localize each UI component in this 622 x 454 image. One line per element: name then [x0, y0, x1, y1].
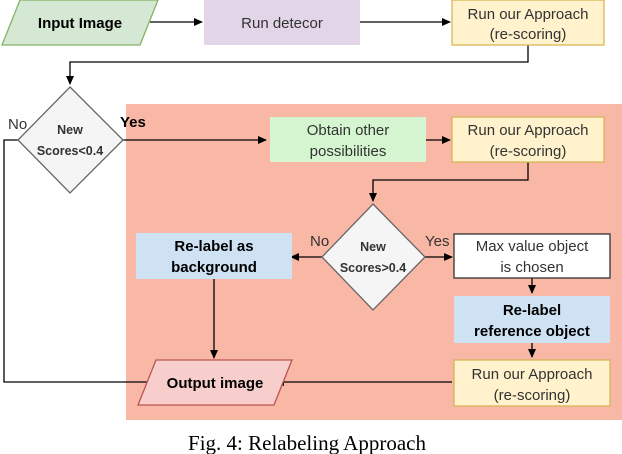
output-image-label: Output image [167, 375, 264, 392]
figure-caption: Fig. 4: Relabeling Approach [188, 431, 426, 454]
decision-1-no-label: No [8, 116, 27, 133]
decision-2-shape [321, 203, 426, 311]
arrow-decision-1-no [3, 139, 159, 386]
decision-1-node: New Scores<0.4 [17, 86, 124, 194]
relabel-reference-line2: reference object [474, 323, 590, 340]
decision-1-line2: Scores<0.4 [37, 144, 103, 158]
relabel-reference-line1: Re-label [503, 302, 561, 319]
decision-2-node: New Scores>0.4 [321, 203, 426, 311]
input-image-shape [1, 0, 159, 46]
approach-2-line2: (re-scoring) [490, 143, 567, 160]
approach-2-node: Run our Approach (re-scoring) [451, 116, 605, 163]
arrow-approach-1-to-decision-1 [66, 45, 529, 85]
approach-3-node: Run our Approach (re-scoring) [453, 359, 611, 407]
approach-1-line2: (re-scoring) [490, 26, 567, 43]
decision-2-line2: Scores>0.4 [340, 261, 406, 275]
obtain-other-line2: possibilities [310, 143, 387, 160]
input-image-label: Input Image [38, 15, 122, 32]
decision-2-yes-label: Yes [425, 233, 449, 250]
arrow-approach-2-to-decision-2 [369, 162, 529, 202]
decision-2-line1: New [360, 240, 386, 254]
input-image-node: Input Image [1, 0, 159, 46]
run-detector-shape [204, 0, 360, 45]
decision-2-no-label: No [310, 233, 329, 250]
approach-2-shape [451, 116, 605, 163]
run-detector-label: Run detecor [241, 15, 323, 32]
obtain-other-node: Obtain other possibilities [270, 117, 426, 162]
approach-3-line1: Run our Approach [472, 366, 593, 383]
relabel-reference-node: Re-label reference object [454, 296, 610, 343]
relabel-background-line1: Re-label as [174, 238, 253, 255]
max-value-line2: is chosen [500, 259, 563, 276]
max-value-line1: Max value object [476, 238, 589, 255]
run-detector-node: Run detecor [204, 0, 360, 45]
decision-1-line1: New [57, 123, 83, 137]
obtain-other-line1: Obtain other [307, 122, 390, 139]
decision-1-shape [17, 86, 124, 194]
output-image-node: Output image [137, 359, 293, 406]
decision-1-yes-label: Yes [120, 114, 146, 131]
approach-2-line1: Run our Approach [468, 122, 589, 139]
approach-3-shape [453, 359, 611, 407]
max-value-node: Max value object is chosen [453, 233, 611, 279]
relabel-reference-shape [454, 296, 610, 343]
approach-1-line1: Run our Approach [468, 6, 589, 23]
output-image-shape [137, 359, 293, 406]
approach-3-line2: (re-scoring) [494, 387, 571, 404]
relabel-background-line2: background [171, 259, 257, 276]
max-value-shape [453, 233, 611, 279]
approach-1-shape [451, 0, 605, 46]
relabel-background-node: Re-label as background [136, 233, 292, 279]
approach-1-node: Run our Approach (re-scoring) [451, 0, 605, 46]
obtain-other-shape [270, 117, 426, 162]
relabel-background-shape [136, 233, 292, 279]
